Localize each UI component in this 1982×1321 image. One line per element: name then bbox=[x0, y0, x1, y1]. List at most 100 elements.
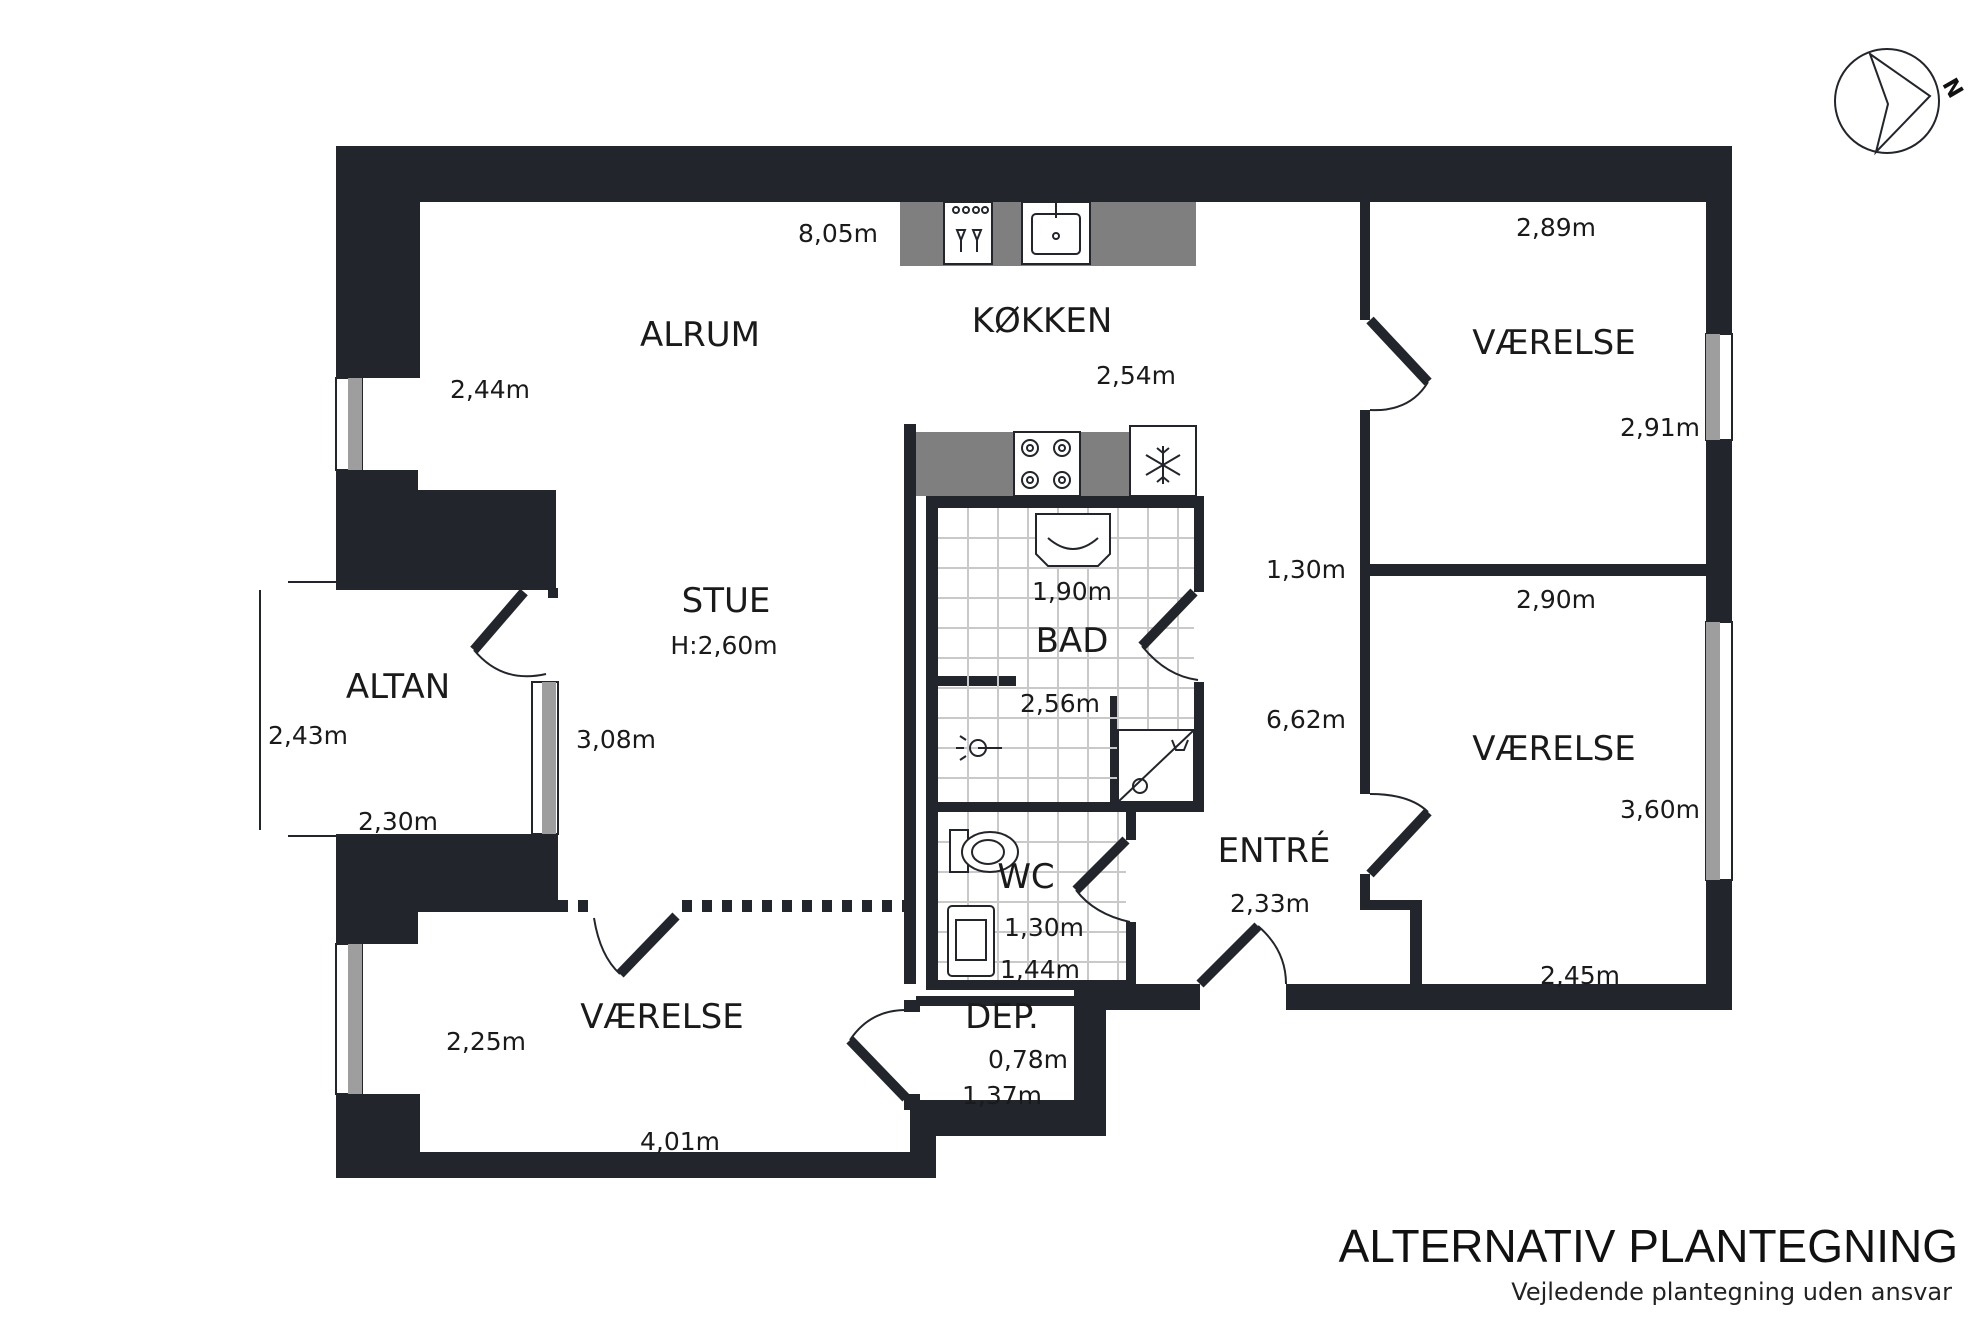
dim-vaerelse-mid-width: 2,90m bbox=[1516, 585, 1596, 614]
room-label-dep: DEP. bbox=[965, 997, 1039, 1037]
wall-wc-bottom bbox=[926, 980, 1136, 990]
dim-vaerelse-mid-length: 3,60m bbox=[1620, 795, 1700, 824]
wall-dep-left bbox=[904, 1000, 920, 1012]
room-label-bad: BAD bbox=[1036, 621, 1109, 661]
dim-stue-width: 3,08m bbox=[576, 725, 656, 754]
dim-dep-width: 0,78m bbox=[988, 1045, 1068, 1074]
wall-hall-right-top bbox=[1360, 202, 1370, 320]
freezer bbox=[1129, 425, 1197, 497]
wall-balcony-jamb-right bbox=[548, 588, 558, 598]
room-label-stue: STUE bbox=[682, 581, 771, 621]
dim-vaerelse-top-length: 2,91m bbox=[1620, 413, 1700, 442]
wall-right-top bbox=[1706, 146, 1732, 334]
window-stue bbox=[531, 681, 559, 835]
wall-core-left-inner bbox=[926, 506, 938, 806]
wall-wc-left bbox=[926, 812, 938, 988]
wall-bath-divider bbox=[938, 676, 1016, 686]
wall-bedrooms-divider bbox=[1360, 564, 1706, 576]
wall-dep-top bbox=[916, 996, 1074, 1006]
bath-fixtures bbox=[947, 513, 1195, 977]
door-dep bbox=[846, 1009, 910, 1102]
room-label-altan: ALTAN bbox=[346, 667, 450, 707]
door-vaerelse-top bbox=[1366, 316, 1432, 412]
dim-kokken-width: 2,54m bbox=[1096, 361, 1176, 390]
dim-wc-width: 1,30m bbox=[1004, 913, 1084, 942]
plan-subtitle: Vejledende plantegning uden ansvar bbox=[1511, 1278, 1952, 1306]
dim-dep-length: 1,37m bbox=[962, 1081, 1042, 1110]
room-labels: ALRUM KØKKEN STUE H:2,60m ALTAN BAD WC D… bbox=[346, 301, 1636, 1037]
wc-sink bbox=[947, 905, 995, 977]
wall-bottom-right bbox=[1286, 984, 1732, 1010]
wall-bath-right-top bbox=[1194, 496, 1204, 592]
wall-dep-left-bottom bbox=[904, 1094, 920, 1110]
shower-head-icon bbox=[956, 735, 1002, 761]
room-label-entre: ENTRÉ bbox=[1218, 830, 1331, 871]
door-vaerelse-bottom bbox=[593, 912, 680, 978]
burner-icon bbox=[1021, 439, 1071, 489]
dim-altan-height: 2,43m bbox=[268, 721, 348, 750]
dim-hall-length: 6,62m bbox=[1266, 705, 1346, 734]
wall-bottom-left bbox=[336, 1152, 936, 1178]
dim-hall-width: 1,30m bbox=[1266, 555, 1346, 584]
wall-left-lower bbox=[336, 834, 418, 944]
room-label-vaerelse-top: VÆRELSE bbox=[1472, 323, 1636, 363]
windows bbox=[335, 333, 1733, 1095]
door-vaerelse-mid bbox=[1366, 793, 1432, 878]
room-label-alrum: ALRUM bbox=[640, 315, 760, 355]
washing-machine bbox=[1117, 729, 1195, 803]
wall-dep-bottom bbox=[910, 1100, 1106, 1136]
wall-right-mid bbox=[1706, 440, 1732, 622]
dimension-labels: 8,05m 2,44m 2,54m 3,08m 2,43m 2,30m 1,90… bbox=[268, 213, 1700, 1156]
wall-hall-right-mid bbox=[1360, 410, 1370, 794]
toilet bbox=[949, 829, 1019, 873]
window-vaerelse-top bbox=[1705, 333, 1733, 441]
wall-bath-top bbox=[926, 496, 1204, 508]
kitchen-counter-island bbox=[916, 425, 1197, 497]
door-wc bbox=[1072, 836, 1131, 923]
compass-arrow-icon bbox=[1867, 51, 1932, 156]
dim-alrum-width: 2,44m bbox=[450, 375, 530, 404]
wall-left-top bbox=[336, 146, 420, 378]
compass-north-label: N bbox=[1937, 74, 1968, 102]
dim-vaerelse-top-width: 2,89m bbox=[1516, 213, 1596, 242]
wall-bath-right-bottom bbox=[1194, 682, 1204, 808]
doors bbox=[470, 316, 1432, 1102]
dim-entre-width: 2,33m bbox=[1230, 889, 1310, 918]
dim-kitchen-length: 8,05m bbox=[798, 219, 878, 248]
dim-wc-length: 1,44m bbox=[1000, 955, 1080, 984]
bath-sink bbox=[1035, 513, 1111, 567]
wall-top bbox=[336, 146, 1732, 202]
window-vaerelse-bottom bbox=[335, 943, 363, 1095]
window-alrum bbox=[335, 377, 363, 471]
window-vaerelse-mid bbox=[1705, 621, 1733, 881]
balcony-outline bbox=[259, 581, 336, 837]
door-altan bbox=[470, 588, 547, 678]
wall-shower-left bbox=[1110, 696, 1118, 808]
door-bath bbox=[1138, 588, 1199, 681]
wall-wardrobe-v bbox=[1410, 900, 1422, 988]
compass: N bbox=[1834, 48, 1968, 156]
wall-wc-right-bottom bbox=[1126, 922, 1136, 988]
wall-balcony-top-block bbox=[336, 490, 556, 590]
room-label-kokken: KØKKEN bbox=[972, 301, 1113, 341]
dishwasher-icon bbox=[955, 229, 983, 252]
room-height-stue: H:2,60m bbox=[670, 631, 777, 660]
door-entre bbox=[1196, 922, 1287, 988]
dim-bad-width: 1,90m bbox=[1032, 577, 1112, 606]
wall-hall-right-bottom bbox=[1360, 874, 1370, 904]
wall-wardrobe-h bbox=[1360, 900, 1420, 910]
dim-altan-width: 2,30m bbox=[358, 807, 438, 836]
interior-walls bbox=[548, 202, 1706, 1110]
wall-wc-right-top bbox=[1126, 812, 1136, 840]
snowflake-icon bbox=[1145, 446, 1181, 484]
dim-vaerelse-bottom-width: 4,01m bbox=[640, 1127, 720, 1156]
exterior-walls bbox=[336, 146, 1732, 1178]
wall-dep-right bbox=[1074, 990, 1106, 1136]
plan-title: ALTERNATIV PLANTEGNING bbox=[1339, 1220, 1958, 1272]
dim-vaerelse-bottom-length: 2,25m bbox=[446, 1027, 526, 1056]
wall-core-left bbox=[904, 424, 916, 984]
room-label-vaerelse-mid: VÆRELSE bbox=[1472, 729, 1636, 769]
dim-bad-length: 2,56m bbox=[1020, 689, 1100, 718]
wall-bath-bottom bbox=[926, 802, 1204, 812]
